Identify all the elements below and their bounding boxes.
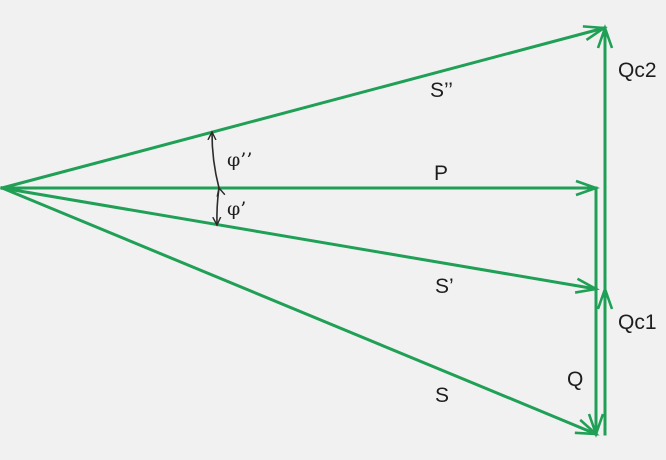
phi-prime-arc xyxy=(217,187,219,225)
s-prime-label: S’ xyxy=(435,275,454,298)
s-double-prime-vector xyxy=(0,25,608,190)
qc2-label: Qc2 xyxy=(618,59,657,82)
s-vector xyxy=(0,186,600,436)
phi-double-prime-label: φ’’ xyxy=(227,149,252,171)
phi-double-prime-arc xyxy=(212,132,219,188)
phi-prime-label: φ’ xyxy=(227,198,246,220)
q-label: Q xyxy=(567,368,583,391)
s-double-prime-label: S’’ xyxy=(430,79,453,102)
s-prime-vector xyxy=(0,186,600,294)
qc1-label: Qc1 xyxy=(618,311,657,334)
s-label: S xyxy=(435,384,449,407)
p-label: P xyxy=(434,162,448,185)
